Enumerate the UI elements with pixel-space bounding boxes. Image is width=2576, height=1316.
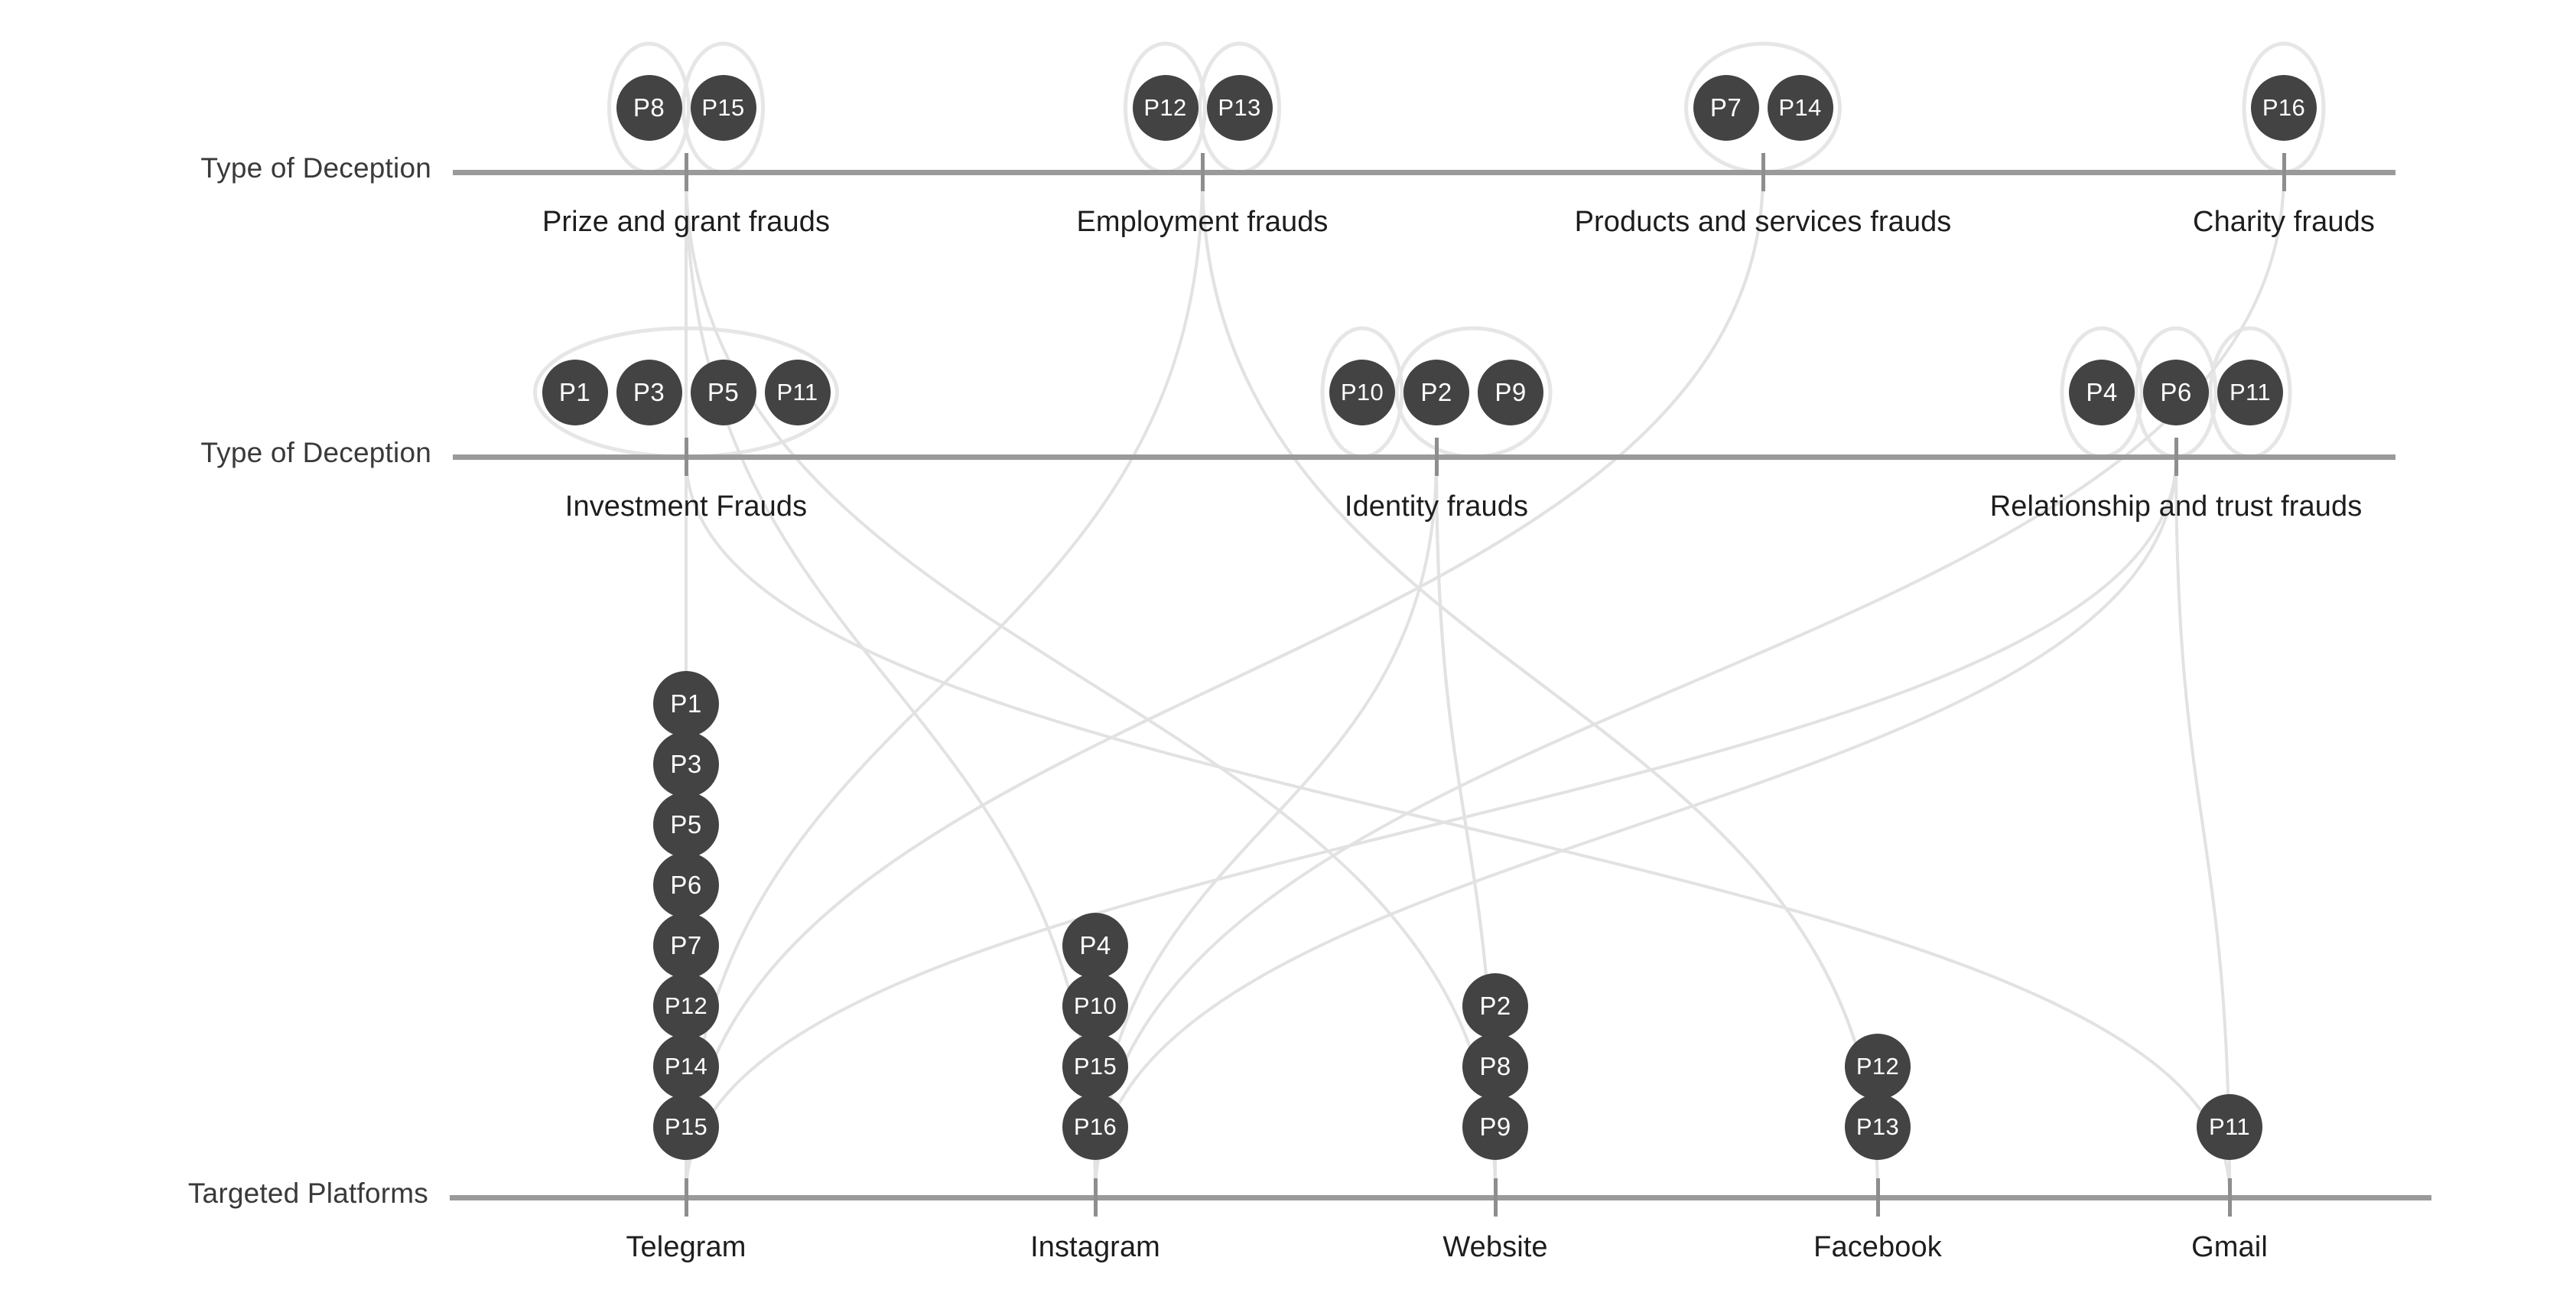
participant-node-p15[interactable]: P15 [1062,1034,1128,1099]
participant-node-p15[interactable]: P15 [653,1094,719,1160]
participant-node-p4[interactable]: P4 [2069,360,2135,425]
participant-node-p12[interactable]: P12 [1132,75,1199,141]
axis-caption-deception-row-1: Type of Deception [200,152,431,184]
participant-node-p5[interactable]: P5 [653,792,719,858]
axis-tick [1435,438,1439,476]
participant-node-p6[interactable]: P6 [2143,360,2209,425]
axis-caption-deception-row-2: Type of Deception [200,437,431,468]
participant-node-p16[interactable]: P16 [1062,1094,1128,1160]
participant-node-p11[interactable]: P11 [764,360,831,425]
participant-node-p15[interactable]: P15 [690,75,756,141]
axis-tick-label: Charity frauds [2193,206,2375,238]
axis-tick [1876,1178,1880,1217]
axis-tick-label: Prize and grant frauds [542,206,831,238]
participant-node-p3[interactable]: P3 [616,360,682,425]
axis-tick [685,153,688,191]
participant-node-p14[interactable]: P14 [1767,75,1833,141]
axis-tick-label: Website [1442,1231,1548,1263]
participant-node-p7[interactable]: P7 [1693,75,1759,141]
participant-node-p9[interactable]: P9 [1478,360,1543,425]
axis-tick-label: Gmail [2191,1231,2268,1263]
participant-node-p9[interactable]: P9 [1462,1094,1528,1160]
axis-tick [1201,153,1205,191]
axis-caption-platform-row: Targeted Platforms [187,1178,428,1209]
participant-node-p6[interactable]: P6 [653,852,719,918]
participant-node-p7[interactable]: P7 [653,913,719,979]
participant-node-p4[interactable]: P4 [1062,913,1128,979]
participant-node-p12[interactable]: P12 [653,973,719,1039]
participant-node-p8[interactable]: P8 [616,75,682,141]
axis-line-deception-row-1 [453,170,2395,175]
participant-node-p8[interactable]: P8 [1462,1034,1528,1099]
participant-node-p1[interactable]: P1 [542,360,608,425]
participant-node-p2[interactable]: P2 [1462,973,1528,1039]
axis-tick-label: Facebook [1813,1231,1942,1263]
axis-line-platform-row [450,1195,2431,1200]
axis-tick [1761,153,1765,191]
participant-node-p11[interactable]: P11 [2197,1094,2262,1160]
axis-line-deception-row-2 [453,454,2395,460]
participant-node-p11[interactable]: P11 [2217,360,2283,425]
participant-node-p1[interactable]: P1 [653,671,719,737]
participant-node-p5[interactable]: P5 [690,360,756,425]
participant-node-p12[interactable]: P12 [1845,1034,1911,1099]
axis-tick [685,438,688,476]
axis-tick-label: Relationship and trust frauds [1989,490,2363,523]
participant-node-p16[interactable]: P16 [2251,75,2317,141]
axis-tick [1494,1178,1498,1217]
participant-node-p13[interactable]: P13 [1845,1094,1911,1160]
participant-node-p13[interactable]: P13 [1206,75,1273,141]
participant-node-p2[interactable]: P2 [1403,360,1469,425]
axis-tick [2174,438,2178,476]
axis-tick [2228,1178,2232,1217]
axis-tick-label: Investment Frauds [564,490,808,523]
axis-tick [2282,153,2286,191]
participant-node-p10[interactable]: P10 [1329,360,1395,425]
axis-tick [1094,1178,1098,1217]
axis-tick-label: Telegram [626,1231,746,1263]
axis-tick [685,1178,688,1217]
participant-node-p10[interactable]: P10 [1062,973,1128,1039]
axis-tick-label: Instagram [1030,1231,1160,1263]
participant-node-p14[interactable]: P14 [653,1034,719,1099]
axis-tick-label: Identity frauds [1344,490,1529,523]
axis-tick-label: Products and services frauds [1574,206,1952,238]
axis-tick-label: Employment frauds [1076,206,1329,238]
participant-node-p3[interactable]: P3 [653,731,719,797]
